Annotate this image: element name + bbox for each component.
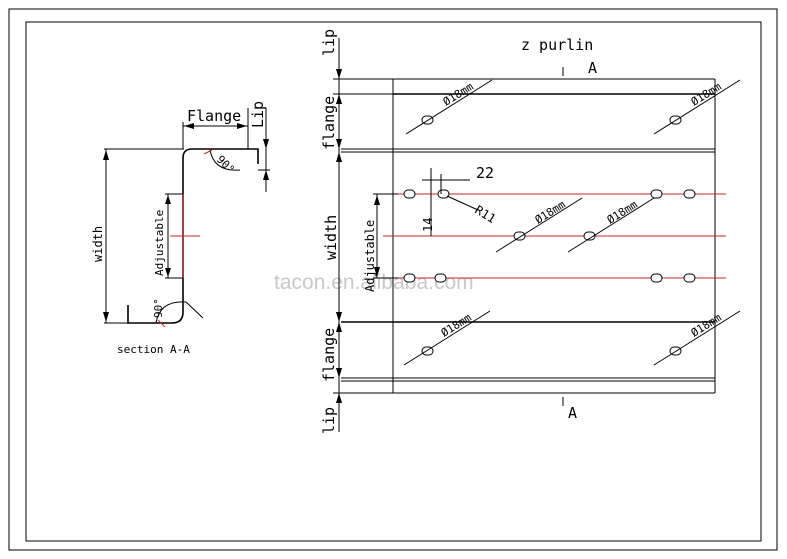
web-hole <box>513 231 526 241</box>
section-adjustable-label: Adjustable <box>153 210 166 276</box>
plan-lip-top-label: lip <box>320 29 338 56</box>
hole-dia-label: Ø18mm <box>533 198 568 227</box>
leader <box>567 197 655 253</box>
detail-22-label: 22 <box>476 164 494 182</box>
leader <box>403 310 491 366</box>
plan-flange-top-label: flange <box>320 96 338 150</box>
adj-arrows <box>165 195 171 277</box>
web-hole <box>650 189 663 199</box>
leader <box>653 310 741 366</box>
top-angle-label: 90° <box>214 153 237 176</box>
lip-arrows <box>263 139 269 180</box>
detail-14-label: 14 <box>421 218 435 232</box>
plan-adj-arrows <box>374 195 380 277</box>
hole-leaders <box>403 79 741 366</box>
web-hole <box>683 273 696 283</box>
plan-lip-bottom-label: lip <box>320 407 338 434</box>
hole-dia-label: Ø18mm <box>439 311 474 340</box>
section-label: section A-A <box>117 343 190 356</box>
top-angle-arc <box>209 149 241 171</box>
purlin-plan-view: z purlin A A lip flange width flange lip <box>320 29 741 434</box>
radius-label: R11 <box>472 203 498 226</box>
section-width-label: width <box>91 226 105 262</box>
bottom-angle-tick <box>157 319 166 328</box>
web-hole <box>434 273 447 283</box>
web-hole <box>403 273 416 283</box>
section-lip-label: Lip <box>249 101 267 128</box>
section-marker-top: A <box>588 59 597 77</box>
section-a-a: width Adjustable Flange Lip 90° 90° sect… <box>91 101 270 356</box>
web-hole <box>403 189 416 199</box>
web-hole <box>437 189 450 199</box>
bottom-angle-leader <box>185 301 204 319</box>
web-hole <box>650 273 663 283</box>
leader <box>653 79 741 135</box>
outer-border <box>8 8 778 551</box>
web-holes <box>403 189 696 283</box>
left-dim-arrows <box>336 69 342 403</box>
radius-leader <box>446 195 479 211</box>
hole-dia-label: Ø18mm <box>689 80 724 109</box>
hole-dia-label: Ø18mm <box>605 198 640 227</box>
bottom-angle-arc <box>155 301 187 324</box>
plan-adjustable-label: Adjustable <box>363 220 377 292</box>
leader <box>495 197 583 253</box>
inner-border <box>25 21 762 542</box>
web-hole <box>583 231 596 241</box>
plan-width-label: width <box>322 215 340 260</box>
watermark: tacon.en.alibaba.com <box>274 271 474 294</box>
web-hole <box>683 189 696 199</box>
plan-flange-bottom-label: flange <box>320 328 338 382</box>
bottom-angle-label: 90° <box>152 298 165 318</box>
drawing-title: z purlin <box>521 36 593 54</box>
hole-dia-label: Ø18mm <box>689 311 724 340</box>
top-angle-tick <box>203 149 213 155</box>
leader <box>405 79 493 135</box>
section-flange-label: Flange <box>187 107 241 125</box>
section-marker-bottom: A <box>568 404 577 422</box>
